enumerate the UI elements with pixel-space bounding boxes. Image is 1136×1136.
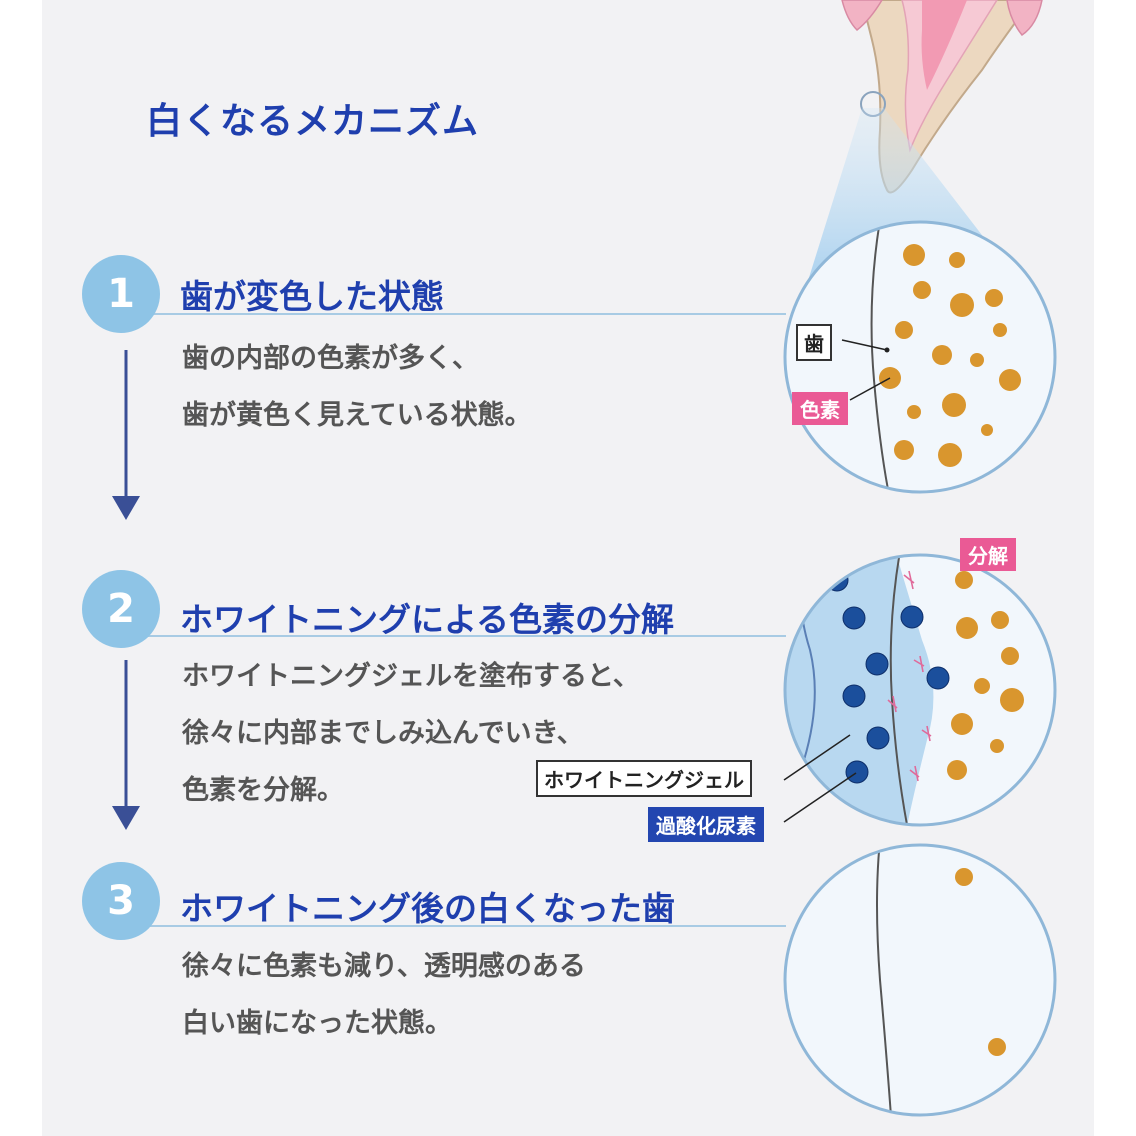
page-title: 白くなるメカニズム	[146, 101, 480, 142]
step-1-description: 歯の内部の色素が多く、 歯が黄色く見えている状態。	[182, 330, 532, 444]
pigment-label: 色素	[792, 392, 848, 425]
step-1-line-1: 歯の内部の色素が多く、	[182, 343, 479, 374]
step-1-heading: 歯が変色した状態	[180, 277, 444, 316]
step-2-line-3: 色素を分解。	[182, 775, 344, 806]
step-2-heading: ホワイトニングによる色素の分解	[180, 600, 675, 639]
step-2-line-1: ホワイトニングジェルを塗布すると、	[182, 661, 640, 692]
illustration-layer	[112, 0, 1057, 1117]
decompose-label: 分解	[960, 538, 1016, 571]
step-1-line-2: 歯が黄色く見えている状態。	[182, 400, 532, 431]
step-3-description: 徐々に色素も減り、透明感のある 白い歯になった状態。	[182, 938, 586, 1052]
flow-arrow-1-head	[112, 496, 140, 520]
step-2-line-2: 徐々に内部までしみ込んでいき、	[182, 718, 584, 749]
step-2-description: ホワイトニングジェルを塗布すると、 徐々に内部までしみ込んでいき、 色素を分解。	[182, 648, 640, 819]
step-3-heading: ホワイトニング後の白くなった歯	[180, 889, 675, 928]
peroxide-label: 過酸化尿素	[648, 807, 764, 842]
flow-arrow-2-head	[112, 806, 140, 830]
step-1-number: 1	[82, 255, 160, 333]
step-2-number: 2	[82, 570, 160, 648]
step-1-divider	[126, 313, 786, 315]
whitening-gel-label: ホワイトニングジェル	[536, 760, 752, 797]
step-3-line-1: 徐々に色素も減り、透明感のある	[182, 951, 586, 982]
zoom-circle-3	[783, 843, 1057, 1117]
zoom-circle-2	[783, 553, 1057, 827]
tooth-label: 歯	[796, 324, 832, 361]
step-3-line-2: 白い歯になった状態。	[182, 1008, 452, 1039]
whitening-mechanism-panel: 白くなるメカニズム 1 歯が変色した状態 歯の内部の色素が多く、 歯が黄色く見え…	[42, 0, 1094, 1136]
step-3-divider	[126, 925, 786, 927]
step-3-number: 3	[82, 862, 160, 940]
step-2-divider	[126, 635, 786, 637]
zoom-circle-1	[783, 220, 1057, 494]
